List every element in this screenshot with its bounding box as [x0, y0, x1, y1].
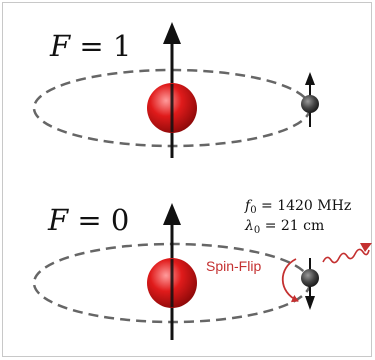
state-f1-group: F = 1: [32, 22, 319, 158]
electron-f1: [301, 95, 319, 113]
photon-arrowhead: [360, 243, 372, 252]
wavelength-label: λ0 = 21 cm: [244, 218, 324, 236]
state-f0-label: F = 0: [47, 203, 129, 237]
spin-flip-arrow: [281, 258, 299, 303]
proton-spin-arrowhead-f0: [163, 203, 181, 225]
frequency-label: f0 = 1420 MHz: [244, 198, 351, 216]
state-f0-group: F = 0 Spin-Flip f0 = 1420 MHz λ0 = 21 cm: [32, 198, 372, 340]
electron-spin-arrowhead-f0: [305, 296, 315, 310]
electron-spin-arrowhead-f1: [305, 72, 315, 85]
photon-wave: [322, 248, 370, 264]
spin-flip-label: Spin-Flip: [206, 258, 261, 274]
state-f1-label: F = 1: [49, 29, 131, 63]
proton-spin-arrowhead-f1: [163, 22, 181, 44]
electron-f0: [301, 269, 319, 287]
